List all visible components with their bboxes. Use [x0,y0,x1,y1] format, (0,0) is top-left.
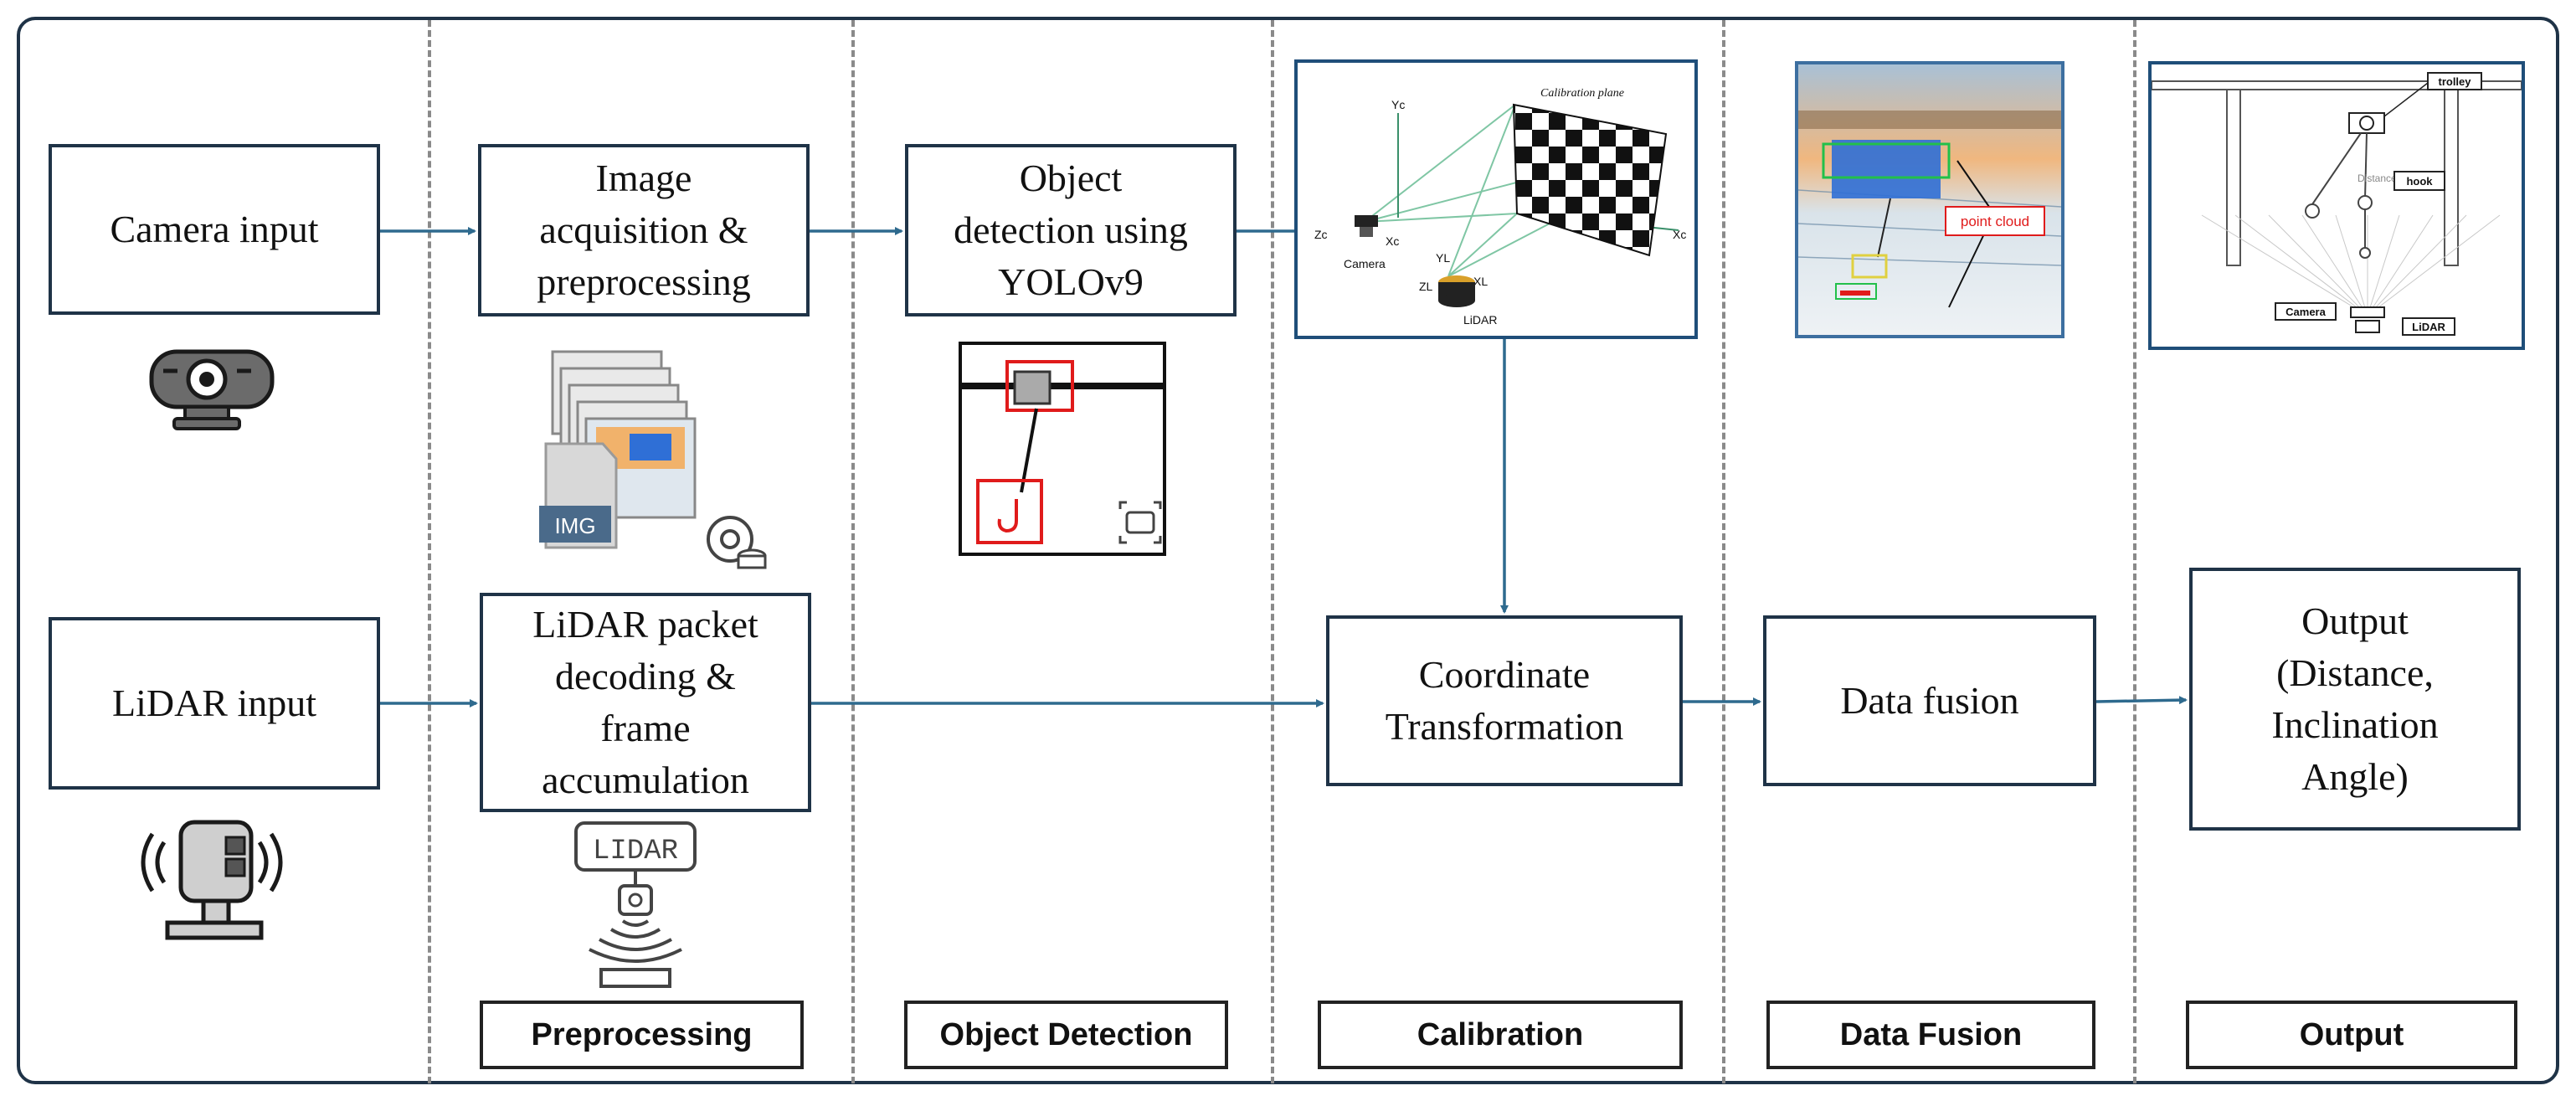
stage-label-calibration: Calibration [1318,1001,1683,1069]
calibration-setup-image: Calibration plane Yc Zc Xc Xc Camera YL … [1294,59,1698,339]
camera-input-box: Camera input [49,144,380,315]
webcam-icon [149,349,275,430]
data-fusion-box: Data fusion [1763,615,2096,786]
image-stack-icon: IMG [539,350,767,569]
axis-xc-camera-label: Xc [1386,234,1399,248]
diagram-frame [17,17,2559,1084]
axis-yl-label: YL [1436,251,1450,265]
detection-frame-icon [959,342,1166,556]
coordinate-transformation-box: Coordinate Transformation [1326,615,1683,786]
trolley-label: trolley [2438,75,2471,88]
output-box: Output (Distance, Inclination Angle) [2189,568,2521,831]
stage-label-data-fusion: Data Fusion [1766,1001,2095,1069]
stage-divider [851,20,855,1083]
distance-label: Distance? [2357,172,2403,184]
lidar-device-icon [141,820,283,940]
axis-xl-label: XL [1473,275,1488,288]
axis-xc-plane-label: Xc [1673,228,1686,241]
calibration-plane-label: Calibration plane [1540,87,1624,100]
camera-icon [1355,215,1378,237]
stage-label-object-detection: Object Detection [904,1001,1228,1069]
camera-label: Camera [2285,306,2326,318]
img-badge-label: IMG [554,513,595,538]
output-setup-image: trolley Distance? hook Camera LiDAR [2148,61,2525,350]
axis-zc-label: Zc [1314,228,1328,241]
stage-divider [2133,20,2136,1083]
fusion-result-image: point cloud [1795,61,2064,338]
lidar-label: LiDAR [1463,313,1497,327]
stage-divider [1722,20,1725,1083]
stage-divider [1271,20,1274,1083]
lidar-input-box: LiDAR input [49,617,380,790]
lidar-sensor-label: LIDAR [593,836,678,867]
arrow-fusion-to-output [2095,696,2188,705]
point-cloud-label: point cloud [1961,214,2029,229]
lidar-label: LiDAR [2412,321,2445,333]
axis-yc-label: Yc [1391,98,1405,111]
stage-label-preprocessing: Preprocessing [480,1001,804,1069]
checkerboard-plane [1512,103,1668,257]
stage-divider [428,20,431,1083]
image-acquisition-box: Image acquisition & preprocessing [478,144,810,316]
lidar-scan-icon: LIDAR [574,821,697,988]
camera-label: Camera [1344,257,1386,270]
lidar-decoding-box: LiDAR packet decoding & frame accumulati… [480,593,811,812]
hook-label: hook [2406,175,2433,188]
stage-label-output: Output [2186,1001,2517,1069]
axis-zl-label: ZL [1419,280,1433,293]
object-detection-box: Object detection using YOLOv9 [905,144,1237,316]
lidar-sensor-icon [1438,275,1475,307]
